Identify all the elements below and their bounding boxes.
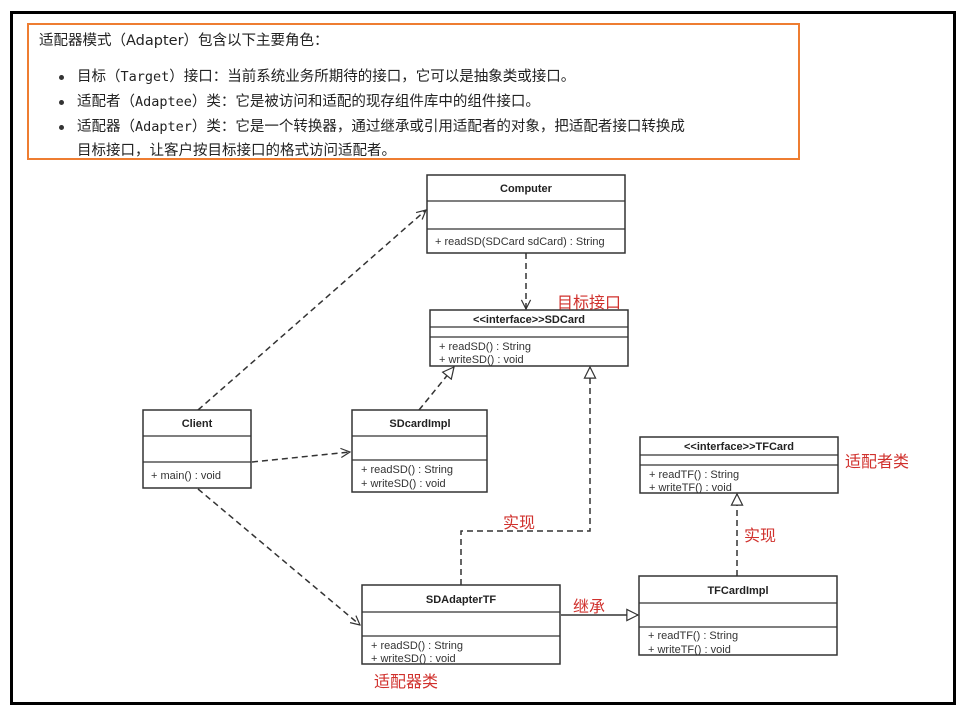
annotation-target-interface: 目标接口 [557,293,621,312]
role-adapter-code: Adapter [135,119,192,135]
annotation-implements-right: 实现 [744,526,776,545]
class-client-method-main: + main() : void [151,470,221,482]
class-tfcardimpl-method-readtf: + readTF() : String [648,630,738,642]
class-sdcardimpl-method-readsd: + readSD() : String [361,464,453,476]
class-tfcardimpl-title: TFCardImpl [707,585,768,597]
class-computer-title: Computer [500,183,553,195]
annotation-adaptee-class: 适配者类 [845,452,909,471]
role-target: 目标（Target）接口：当前系统业务所期待的接口，它可以是抽象类或接口。 [58,65,576,89]
role-adaptee-code: Adaptee [135,94,192,110]
class-tfcard-method-readtf: + readTF() : String [649,469,739,481]
role-target-code: Target [120,69,170,85]
class-sdadaptertf-method-readsd: + readSD() : String [371,640,463,652]
role-target-prefix: 目标（ [77,69,121,85]
class-tfcard-title: <<interface>>TFCard [684,441,794,453]
class-computer: Computer + readSD(SDCard sdCard) : Strin… [426,174,626,254]
role-target-text: ）接口：当前系统业务所期待的接口，它可以是抽象类或接口。 [169,69,576,85]
annotation-inherits: 继承 [573,597,605,616]
sdcardimpl-realizes-sdcard [418,367,454,411]
class-client: Client + main() : void [142,409,252,489]
class-tfcardimpl-method-writetf: + writeTF() : void [648,644,731,656]
class-sdadaptertf-title: SDAdapterTF [426,594,497,606]
client-to-adapter-dependency [197,488,360,625]
class-sdadaptertf: SDAdapterTF + readSD() : String + writeS… [361,584,561,665]
class-computer-method-readsd: + readSD(SDCard sdCard) : String [435,236,605,248]
annotation-implements-left: 实现 [503,513,535,532]
role-adapter: 适配器（Adapter）类：它是一个转换器，通过继承或引用适配者的对象，把适配者… [59,115,685,163]
annotation-adapter-class: 适配器类 [374,672,438,691]
class-tfcard-method-writetf: + writeTF() : void [649,482,732,494]
class-sdcard: <<interface>>SDCard + readSD() : String … [429,309,629,367]
role-adaptee: 适配者（Adaptee）类：它是被访问和适配的现存组件库中的组件接口。 [59,90,540,114]
description-box: 适配器模式（Adapter）包含以下主要角色： 目标（Target）接口：当前系… [27,23,800,160]
class-sdcard-method-writesd: + writeSD() : void [439,354,524,366]
client-to-sdcardimpl-dependency [251,452,350,463]
role-adapter-text: ）类：它是一个转换器，通过继承或引用适配者的对象，把适配者接口转换成 [191,119,685,135]
class-sdadaptertf-method-writesd: + writeSD() : void [371,653,456,665]
class-sdcardimpl-method-writesd: + writeSD() : void [361,478,446,490]
class-tfcard: <<interface>>TFCard + readTF() : String … [639,436,839,494]
role-adapter-text-line2: 目标接口，让客户按目标接口的格式访问适配者。 [77,143,396,159]
description-intro: 适配器模式（Adapter）包含以下主要角色： [39,33,329,49]
class-sdcardimpl-title: SDcardImpl [389,418,450,430]
client-to-computer-dependency [197,210,426,411]
role-adapter-prefix: 适配器（ [77,119,135,135]
class-tfcardimpl: TFCardImpl + readTF() : String + writeTF… [638,575,838,656]
class-sdcard-method-readsd: + readSD() : String [439,341,531,353]
class-client-title: Client [182,418,213,430]
class-sdcardimpl: SDcardImpl + readSD() : String + writeSD… [351,409,488,493]
role-adaptee-prefix: 适配者（ [77,94,135,110]
role-adaptee-text: ）类：它是被访问和适配的现存组件库中的组件接口。 [191,94,540,110]
class-sdcard-title: <<interface>>SDCard [473,314,585,326]
adapter-realizes-sdcard [460,367,590,585]
